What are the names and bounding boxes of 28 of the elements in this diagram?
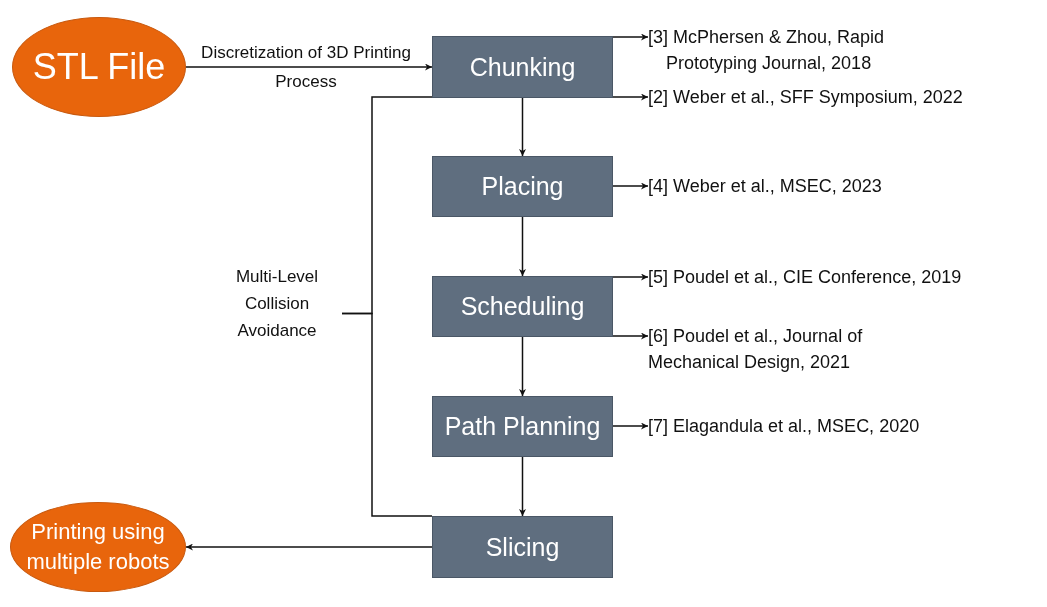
edge-label: Discretization of 3D Printing Process	[200, 42, 412, 93]
arrow	[612, 33, 649, 41]
arrow	[519, 97, 526, 157]
process-box: Placing	[432, 156, 613, 217]
arrow	[519, 336, 526, 397]
start-ellipse: STL File	[12, 17, 186, 117]
reference-text: [2] Weber et al., SFF Symposium, 2022	[648, 86, 963, 109]
reference-text: [4] Weber et al., MSEC, 2023	[648, 175, 882, 198]
arrow	[519, 456, 526, 517]
arrow	[185, 543, 433, 551]
bracket-line	[341, 312, 433, 517]
arrow	[185, 63, 433, 71]
reference-text: [5] Poudel et al., CIE Conference, 2019	[648, 266, 962, 289]
arrow	[612, 93, 649, 101]
arrow	[612, 182, 649, 190]
process-box: Scheduling	[432, 276, 613, 337]
process-box: Path Planning	[432, 396, 613, 457]
process-box: Chunking	[432, 36, 613, 98]
note-text: Multi-Level Collision Avoidance	[234, 266, 320, 342]
reference-text: [3] McPhersen & Zhou, Rapid Prototyping Journal, 2018	[648, 26, 886, 75]
process-box: Slicing	[432, 516, 613, 578]
arrow	[612, 422, 649, 430]
end-ellipse: Printing using multiple robots	[10, 502, 186, 592]
arrow	[612, 273, 649, 281]
arrow	[519, 216, 526, 277]
reference-text: [6] Poudel et al., Journal of Mechanical Design, 2021	[648, 325, 864, 374]
reference-text: [7] Elagandula et al., MSEC, 2020	[648, 415, 920, 438]
arrow	[612, 332, 649, 340]
